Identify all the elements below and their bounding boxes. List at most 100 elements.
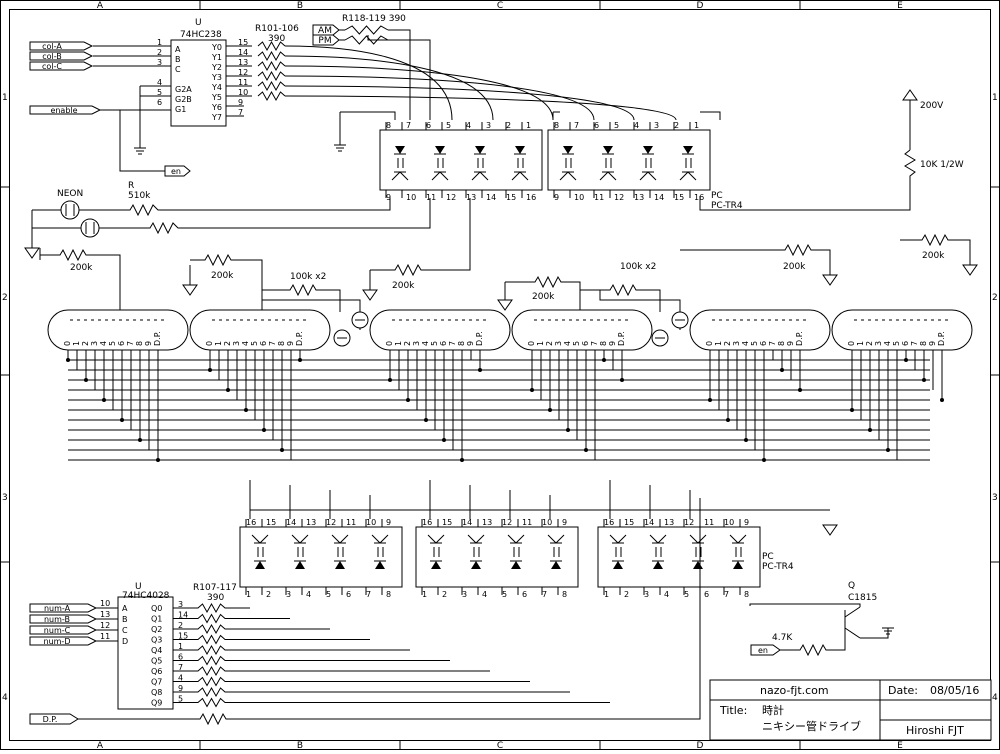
light-arrows-icon <box>337 547 344 557</box>
resistor-value: 200k <box>70 263 93 273</box>
resistor-value: 200k <box>392 281 415 291</box>
light-arrows-icon <box>553 547 560 557</box>
digit-label: 3 <box>732 341 741 346</box>
pc-channel <box>603 519 627 595</box>
svg-text:14: 14 <box>238 48 248 57</box>
pin-number: 3 <box>462 590 467 599</box>
title-line-2: ニキシー管ドライブ <box>762 719 861 733</box>
junction-dot <box>726 418 730 422</box>
ic-part-number: 74HC238 <box>180 30 222 40</box>
ic-pin-labels: A B C G2A G2B G1 Y0 Y1 Y2 Y3 Y4 Y5 Y6 Y7 <box>175 43 222 122</box>
resistor <box>173 602 250 614</box>
resistor-value: 200k <box>532 292 555 302</box>
port-num-c: num-C <box>29 625 98 635</box>
title-label: Title: <box>719 704 747 717</box>
phototransistor-icon <box>679 171 697 181</box>
pin-leads <box>553 190 571 198</box>
svg-text:G1: G1 <box>175 105 186 114</box>
digit-label: 1 <box>394 341 403 346</box>
digit-label: 9 <box>286 341 295 346</box>
pin-number: 13 <box>466 193 476 202</box>
pin-number: 8 <box>554 121 559 130</box>
pin-number: 8 <box>386 590 391 599</box>
svg-text:D: D <box>122 637 128 646</box>
pin-number: 11 <box>426 193 436 202</box>
phototransistor-icon <box>391 171 409 181</box>
resistor-value: 200k <box>922 251 945 261</box>
digit-label: 5 <box>750 341 759 346</box>
port-pm: PM <box>312 34 340 46</box>
resistor-array-label: R101-106 <box>255 24 299 34</box>
light-arrows-icon <box>517 158 524 168</box>
zone-label: D <box>697 1 704 11</box>
title-line-1: 時計 <box>762 703 784 717</box>
digit-label: 2 <box>865 341 874 346</box>
resistor-value: 200k <box>783 262 806 272</box>
phototransistor-icon <box>507 534 525 544</box>
pin-number: 2 <box>674 121 679 130</box>
pin-leads <box>465 122 483 130</box>
digit-label: 6 <box>901 341 910 346</box>
pin-number: 2 <box>506 121 511 130</box>
junction-dot <box>424 418 428 422</box>
svg-text:2: 2 <box>157 48 162 57</box>
resistor <box>344 25 389 35</box>
digit-label: 7 <box>448 341 457 346</box>
resistor-value: 200k <box>211 271 234 281</box>
port-col-b: col-B <box>29 51 94 61</box>
nixie-tube-envelope <box>369 309 511 351</box>
nixie-tube-envelope <box>831 309 973 351</box>
resistor-array-top <box>257 25 389 102</box>
junction-dot <box>406 398 410 402</box>
neon-lamp <box>60 200 80 220</box>
pin-number: 6 <box>704 590 709 599</box>
pin-leads <box>673 190 691 198</box>
colon-indicators <box>333 311 689 347</box>
digit-label: 4 <box>741 341 750 346</box>
digit-label: 3 <box>554 341 563 346</box>
pin-number: 1 <box>246 590 251 599</box>
junction-dot <box>298 358 302 362</box>
zone-label: E <box>897 1 903 11</box>
svg-text:Y5: Y5 <box>211 93 222 102</box>
ic-pin-number: 2 <box>178 621 183 630</box>
ic-pin-number: 15 <box>178 632 188 641</box>
pin-number: 9 <box>554 193 559 202</box>
pin-leads <box>461 587 479 595</box>
ic-pin-number: 9 <box>178 684 183 693</box>
pin-number: 4 <box>634 121 639 130</box>
cathode-bus <box>66 350 944 462</box>
pc-channel <box>553 122 577 198</box>
pin-leads <box>385 190 403 198</box>
pc-package <box>547 129 711 191</box>
pin-number: 10 <box>366 518 376 527</box>
pin-number: 16 <box>246 518 256 527</box>
junction-dot <box>584 448 588 452</box>
pc-package <box>239 526 403 588</box>
svg-text:Y2: Y2 <box>211 63 222 72</box>
ic-pin-labels: A B C D <box>122 604 128 646</box>
pc-channel <box>421 519 445 595</box>
zone-label: 4 <box>992 693 998 703</box>
led-icon <box>563 146 573 154</box>
resistor <box>257 50 286 62</box>
phototransistor-icon <box>331 534 349 544</box>
pin-leads <box>593 190 611 198</box>
light-arrows-icon <box>477 158 484 168</box>
resistor-array-label: R107-117 <box>193 583 237 593</box>
digit-label: 8 <box>277 341 286 346</box>
digit-label: 0 <box>705 341 714 346</box>
pin-number: 15 <box>674 193 684 202</box>
pc-label: PC-TR4 <box>762 562 794 572</box>
phototransistor-icon <box>427 534 445 544</box>
pin-number: 5 <box>684 590 689 599</box>
pin-leads <box>365 519 383 527</box>
digit-label: 4 <box>883 341 892 346</box>
ic-pin-label: Q6 <box>151 667 162 676</box>
light-arrows-icon <box>605 158 612 168</box>
supply-200v: 200V 10K 1/2W <box>699 89 964 211</box>
